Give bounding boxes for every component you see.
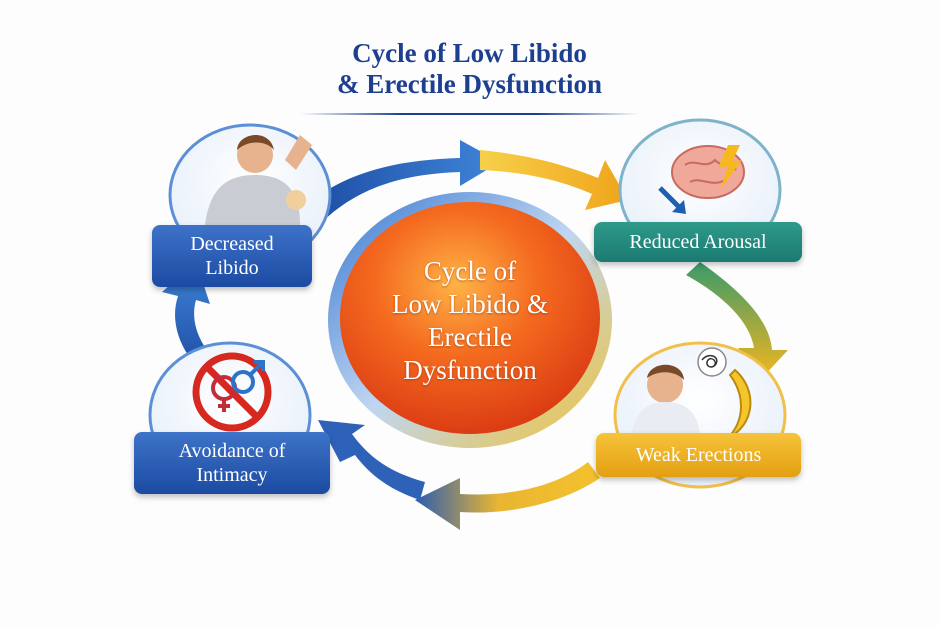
avoid-line-2: Intimacy xyxy=(196,464,268,486)
arrow-top-yellow xyxy=(480,150,628,210)
title-line-2: & Erectile Dysfunction xyxy=(337,69,602,99)
center-label: Cycle of Low Libido & Erectile Dysfuncti… xyxy=(360,255,580,387)
down-arrow-icon xyxy=(658,186,686,214)
arrow-bottom-left xyxy=(318,420,425,500)
reduced-line-1: Reduced Arousal xyxy=(629,231,767,253)
stage-label-reduced-arousal: Reduced Arousal xyxy=(594,222,802,262)
arrow-right xyxy=(686,262,788,378)
no-gender-symbol-icon xyxy=(192,352,272,432)
stage-label-avoidance: Avoidance of Intimacy xyxy=(134,432,330,494)
center-line-4: Dysfunction xyxy=(403,355,537,385)
brain-lightning-icon xyxy=(671,145,745,199)
stage-label-decreased-libido: Decreased Libido xyxy=(152,225,312,287)
center-line-2: Low Libido & xyxy=(392,289,548,319)
decreased-line-1: Decreased xyxy=(190,233,274,255)
stage-label-weak-erections: Weak Erections xyxy=(596,433,801,477)
center-line-3: Erectile xyxy=(428,322,512,352)
center-line-1: Cycle of xyxy=(423,256,517,286)
diagram-title: Cycle of Low Libido & Erectile Dysfuncti… xyxy=(0,38,939,100)
tangled-thoughts-icon xyxy=(697,347,727,377)
arrow-bottom xyxy=(415,462,600,530)
man-head-in-hands-illustration xyxy=(630,364,700,440)
arrow-left xyxy=(162,262,222,375)
center-circle xyxy=(328,192,612,448)
decreased-line-2: Libido xyxy=(205,257,259,279)
title-underline xyxy=(300,113,639,115)
arrow-top-blue xyxy=(300,140,500,222)
weak-line-1: Weak Erections xyxy=(635,444,762,466)
title-line-1: Cycle of Low Libido xyxy=(352,38,587,68)
avoid-line-1: Avoidance of xyxy=(178,440,286,462)
